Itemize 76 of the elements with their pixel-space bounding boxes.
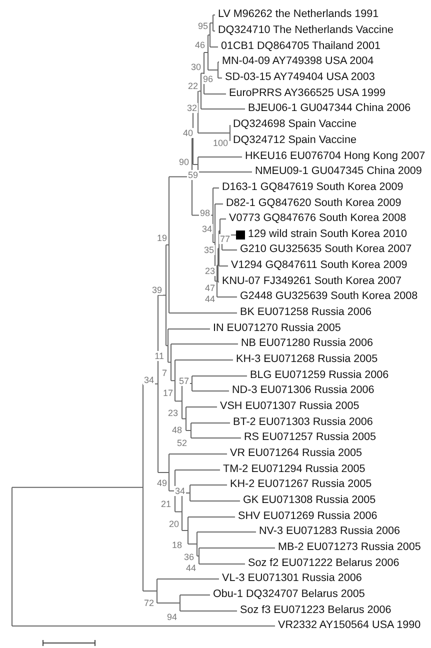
bootstrap-value: 21 [160, 499, 172, 509]
taxon-label: VR2332 AY150564 USA 1990 [278, 619, 421, 632]
taxon-label: KH-2 EU071267 Russia 2005 [230, 478, 372, 491]
taxon-label: KH-3 EU071268 Russia 2005 [236, 353, 378, 366]
taxon-label: BT-2 EU071303 Russia 2006 [233, 416, 373, 429]
bootstrap-value: 19 [156, 233, 168, 243]
bootstrap-value: 94 [166, 612, 178, 622]
taxon-label: 129 wild strain South Korea 2010 [248, 228, 408, 241]
bootstrap-value: 46 [194, 40, 206, 50]
taxon-label: NV-3 EU071283 Russia 2006 [259, 525, 400, 538]
bootstrap-value: 23 [204, 266, 216, 276]
bootstrap-value: 40 [182, 128, 194, 138]
taxon-label: VR EU071264 Russia 2005 [230, 447, 362, 460]
taxon-label: G210 GU325635 South Korea 2007 [240, 243, 412, 256]
bootstrap-value: 72 [142, 598, 155, 608]
bootstrap-value: 34 [200, 224, 213, 234]
bootstrap-value: 39 [150, 285, 163, 295]
taxon-label: SD-03-15 AY749404 USA 2003 [225, 71, 375, 84]
taxon-label: Soz f2 EU071222 Belarus 2006 [248, 557, 400, 570]
bootstrap-value: 57 [178, 376, 190, 386]
taxon-label: ND-3 EU071306 Russia 2006 [232, 384, 374, 397]
bootstrap-value: 17 [162, 388, 174, 398]
bootstrap-value: 18 [170, 540, 183, 550]
taxon-label: SHV EU071269 Russia 2006 [238, 510, 378, 523]
taxon-label: TM-2 EU071294 Russia 2005 [223, 463, 366, 476]
taxon-label: D82-1 GQ847620 South Korea 2009 [226, 197, 402, 210]
bootstrap-value: 23 [166, 408, 179, 418]
taxon-label: V1294 GQ847611 South Korea 2009 [231, 259, 408, 272]
taxon-label: DQ324710 The Netherlands Vaccine [218, 24, 394, 37]
bootstrap-value: 59 [186, 170, 199, 180]
taxon-label: BLG EU071259 Russia 2006 [250, 369, 389, 382]
taxon-label: RS EU071257 Russia 2005 [244, 431, 376, 444]
bootstrap-value: 90 [178, 157, 190, 167]
bootstrap-value: 77 [218, 234, 231, 244]
bootstrap-value: 11 [154, 351, 165, 361]
taxon-label: GK EU071308 Russia 2005 [243, 494, 376, 507]
bootstrap-value: 32 [186, 103, 198, 113]
bootstrap-value: 47 [204, 283, 216, 293]
bootstrap-value: 96 [202, 74, 214, 84]
taxon-label: BJEU06-1 GU047344 China 2006 [248, 102, 411, 115]
taxon-label: DQ324712 Spain Vaccine [233, 134, 356, 147]
bootstrap-value: 35 [202, 245, 215, 255]
taxon-label: EuroPRRS AY366525 USA 1999 [229, 87, 386, 100]
taxon-label: KNU-07 FJ349261 South Korea 2007 [222, 275, 402, 288]
bootstrap-value: 98 [198, 208, 211, 218]
taxon-label: Obu-1 DQ324707 Belarus 2005 [213, 588, 365, 601]
taxon-label: MN-04-09 AY749398 USA 2004 [222, 55, 374, 68]
taxon-label: Soz f3 EU071223 Belarus 2006 [240, 604, 392, 617]
bootstrap-value: 100 [212, 138, 229, 148]
bootstrap-value: 30 [190, 62, 202, 72]
taxon-label: IN EU071270 Russia 2005 [213, 322, 341, 335]
taxon-label: MB-2 EU071273 Russia 2005 [278, 541, 421, 554]
taxon-label: 01CB1 DQ864705 Thailand 2001 [221, 40, 380, 53]
taxon-label: VSH EU071307 Russia 2005 [220, 400, 360, 413]
taxon-label: BK EU071258 Russia 2006 [240, 306, 372, 319]
bootstrap-value: 49 [156, 478, 168, 488]
taxon-label: D163-1 GQ847619 South Korea 2009 [222, 181, 404, 194]
taxon-label: G2448 GU325639 South Korea 2008 [240, 290, 418, 303]
bootstrap-value: 20 [168, 519, 180, 529]
bootstrap-value: 52 [176, 438, 188, 448]
bootstrap-value: 22 [186, 81, 199, 91]
bootstrap-value: 36 [182, 552, 195, 562]
bootstrap-value: 34 [174, 486, 186, 496]
taxon-label: NB EU071280 Russia 2006 [241, 337, 374, 350]
taxon-label: HKEU16 EU076704 Hong Kong 2007 [245, 150, 426, 163]
bootstrap-value: 44 [204, 294, 216, 304]
bootstrap-value: 48 [170, 425, 183, 435]
bootstrap-value: 95 [196, 21, 209, 31]
taxon-label: NMEU09-1 GU047345 China 2009 [255, 165, 422, 178]
taxon-label: VL-3 EU071301 Russia 2006 [222, 572, 362, 585]
taxon-label: V0773 GQ847676 South Korea 2008 [229, 212, 406, 225]
taxon-label: LV M96262 the Netherlands 1991 [218, 8, 379, 21]
bootstrap-value: 7 [160, 368, 168, 378]
bootstrap-value: 34 [142, 375, 155, 385]
taxon-label: DQ324698 Spain Vaccine [233, 118, 356, 131]
bootstrap-value: 44 [184, 563, 197, 573]
